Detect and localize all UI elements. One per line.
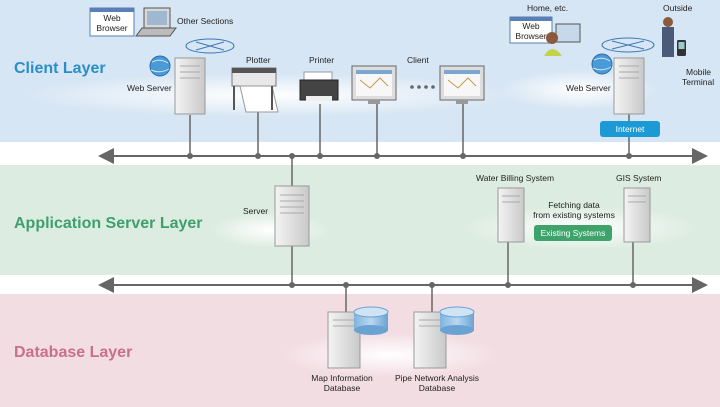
- app-layer-title: Application Server Layer: [14, 215, 203, 232]
- plotter-icon: [231, 67, 279, 113]
- fetching-line2: from existing systems: [533, 210, 615, 220]
- existing-systems-badge: Existing Systems: [534, 225, 612, 241]
- client-label: Client: [407, 55, 429, 65]
- home-label: Home, etc.: [527, 3, 568, 13]
- pipe-network-db-line2: Database: [419, 383, 456, 393]
- pipe-network-db-cylinder-icon: [439, 306, 475, 335]
- client-bus-nodes: [187, 153, 632, 159]
- client-layer-title: Client Layer: [14, 60, 106, 77]
- app-bus-nodes: [289, 282, 636, 288]
- mobile-terminal-line2: Terminal: [682, 77, 714, 87]
- outside-label: Outside: [663, 3, 693, 13]
- gis-server-icon: [623, 187, 651, 243]
- map-info-db-line2: Database: [324, 383, 361, 393]
- web-browser-right-line2: Browser: [515, 31, 546, 41]
- web-browser-left-line1: Web: [103, 13, 121, 23]
- water-billing-label: Water Billing System: [476, 173, 554, 183]
- web-server-left-icon: [174, 57, 206, 115]
- gis-system-label: GIS System: [616, 173, 661, 183]
- other-sections-label: Other Sections: [177, 16, 233, 26]
- printer-icon: [299, 71, 339, 101]
- home-user-icon: [544, 23, 581, 56]
- plotter-label: Plotter: [246, 55, 271, 65]
- water-billing-server-icon: [497, 187, 525, 243]
- map-info-db-line1: Map Information: [311, 373, 373, 383]
- map-info-db-cylinder-icon: [353, 306, 389, 335]
- app-connectors: [291, 240, 634, 312]
- mobile-user-icon: [662, 17, 686, 57]
- app-server-icon: [274, 185, 310, 247]
- web-browser-window-left: Web Browser: [89, 7, 135, 37]
- internet-badge: Internet: [600, 121, 660, 137]
- web-server-right-icon: [613, 57, 645, 115]
- existing-systems-label: Existing Systems: [541, 228, 606, 238]
- network-hub-right-icon: [601, 37, 655, 53]
- db-glow: [280, 333, 500, 377]
- mobile-terminal-line1: Mobile: [686, 67, 711, 77]
- globe-icon-left: [149, 55, 171, 77]
- internet-badge-label: Internet: [616, 124, 645, 134]
- more-clients-ellipsis: [410, 85, 435, 89]
- client-workstation-icon-1: [351, 65, 397, 104]
- web-browser-window-right: Web Browser: [509, 16, 553, 44]
- server-glow: [210, 212, 330, 248]
- web-server-left-label: Web Server: [127, 83, 172, 93]
- db-layer-title: Database Layer: [14, 344, 132, 361]
- web-browser-left-line2: Browser: [96, 23, 127, 33]
- fetching-line1: Fetching data: [548, 200, 600, 210]
- laptop-icon: [135, 7, 177, 37]
- network-hub-icon: [185, 38, 235, 54]
- web-server-right-label: Web Server: [566, 83, 611, 93]
- client-workstation-icon-2: [439, 65, 485, 104]
- globe-icon-right: [591, 53, 613, 75]
- pipe-network-db-line1: Pipe Network Analysis: [395, 373, 479, 383]
- server-label: Server: [243, 206, 268, 216]
- web-browser-right-line1: Web: [522, 21, 540, 31]
- printer-label: Printer: [309, 55, 334, 65]
